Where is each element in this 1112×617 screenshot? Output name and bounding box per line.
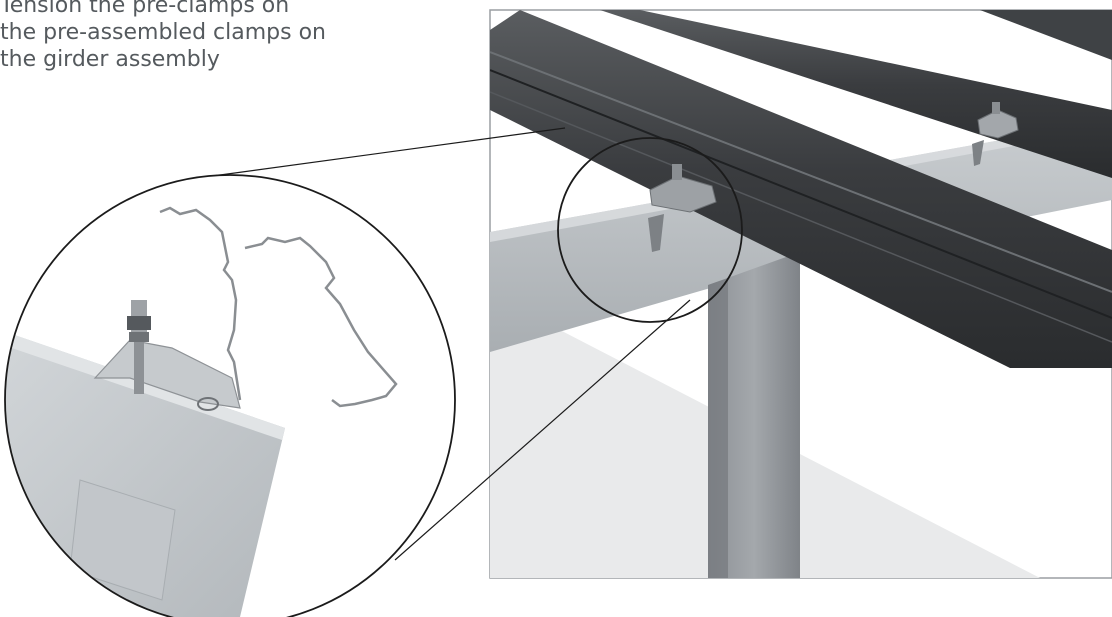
clamp-back — [972, 102, 1019, 166]
spring-clip-a — [159, 206, 242, 401]
magnified-detail — [4, 174, 456, 617]
focus-circle — [557, 137, 743, 323]
instruction-line-1: Tension the pre-clamps on — [0, 0, 290, 18]
detail-girder — [5, 330, 285, 617]
instruction-text: Tension the pre-clamps on the pre-assemb… — [0, 0, 420, 73]
clamp-front — [648, 164, 717, 252]
main-view-frame — [489, 9, 1112, 579]
magnifier-circle — [4, 174, 456, 617]
spring-clip-b — [244, 236, 398, 408]
connector-line-top — [197, 127, 566, 179]
support-post — [708, 252, 800, 578]
connector-line-bottom — [394, 299, 691, 561]
instruction-line-2: the pre-assembled clamps on — [0, 20, 326, 45]
middle-rail — [600, 10, 1112, 178]
instruction-line-3: the girder assembly — [0, 47, 220, 72]
front-rail — [490, 10, 1112, 368]
back-rail — [660, 10, 1112, 60]
